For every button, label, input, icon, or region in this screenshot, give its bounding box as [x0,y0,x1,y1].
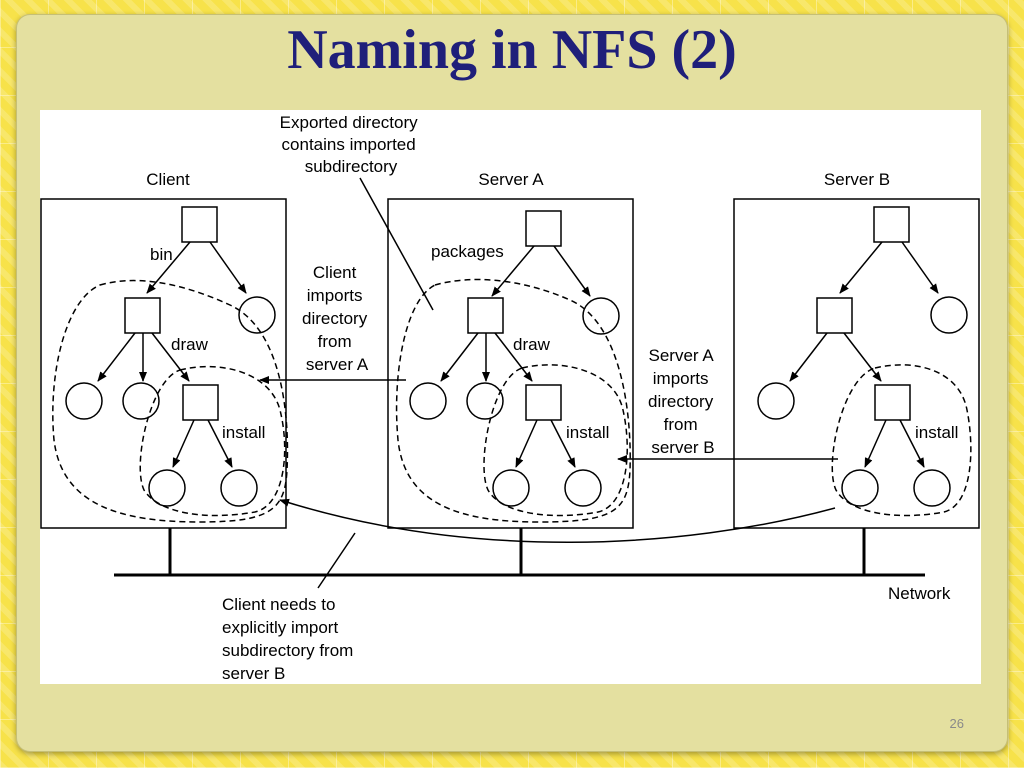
server-a-exported-region [395,278,631,523]
server-b-edge-install-1 [864,419,887,468]
server-a-box [387,198,634,529]
server-b-root-dir [873,206,910,243]
server-b-box [733,198,980,529]
client-file-1 [65,382,103,420]
server-a-install-file-2 [564,469,602,507]
server-b-label: Server B [824,170,890,189]
server-b-exported-region [831,364,972,517]
client-explicit-import-arrow [279,498,836,543]
server-b-edge-install-2 [899,419,925,468]
client-needs-annotation-pointer [317,532,356,589]
server-a-edge-draw [494,332,533,382]
server-a-root-file [582,297,620,335]
server-b-install-label: install [915,423,958,442]
client-mounted-region-outer [52,279,289,523]
server-a-file-2 [466,382,504,420]
client-install-file-2 [220,469,258,507]
server-a-imports-annotation: Server A imports directory from server B [648,346,718,457]
server-a-draw-dir [525,384,562,421]
server-a-label: Server A [478,170,544,189]
client-edge-bin [146,241,191,294]
client-box [40,198,287,529]
server-b-install-file-2 [913,469,951,507]
client-edge-1 [97,332,136,382]
slide-title: Naming in NFS (2) [287,19,737,81]
page-number: 26 [949,716,964,731]
server-a-draw-label: draw [513,335,551,354]
exported-annotation: Exported directory contains imported sub… [280,113,423,176]
client-edge-install-1 [172,419,195,468]
server-b-edge-2 [901,241,939,294]
server-b-edge-1 [839,241,883,294]
server-a-file-1 [409,382,447,420]
client-edge-draw [151,332,190,382]
server-a-install-label: install [566,423,609,442]
server-a-packages-dir [467,297,504,334]
client-root-dir [181,206,218,243]
client-draw-label: draw [171,335,209,354]
server-a-edge-install-2 [550,419,576,468]
client-bin-label: bin [150,245,173,264]
server-a-packages-label: packages [431,242,504,261]
server-b-edge-4 [843,332,882,382]
server-a-edge-1 [440,332,479,382]
client-bin-dir [124,297,161,334]
server-a-edge-install-1 [515,419,538,468]
server-b-install-dir [874,384,911,421]
server-a-edge-root-leaf [553,245,591,297]
server-a-install-file-1 [492,469,530,507]
network-label: Network [888,584,951,603]
client-install-file-1 [148,469,186,507]
server-a-edge-packages [491,245,535,297]
client-label: Client [146,170,190,189]
client-needs-annotation: Client needs to explicitly import subdir… [222,595,358,683]
server-b-sub-dir [816,297,853,334]
client-imports-annotation: Client imports directory from server A [302,263,372,374]
exported-annotation-pointer [359,177,434,311]
client-edge-install-2 [207,419,233,468]
server-b-file-1 [757,382,795,420]
client-root-file [238,296,276,334]
client-install-label: install [222,423,265,442]
client-edge-root-leaf [209,241,247,294]
nfs-naming-diagram: Exported directory contains imported sub… [40,110,981,684]
server-b-root-file [930,296,968,334]
server-a-root-dir [525,210,562,247]
server-b-edge-3 [789,332,828,382]
server-a-imported-region [483,364,628,517]
server-b-install-file-1 [841,469,879,507]
client-draw-dir [182,384,219,421]
